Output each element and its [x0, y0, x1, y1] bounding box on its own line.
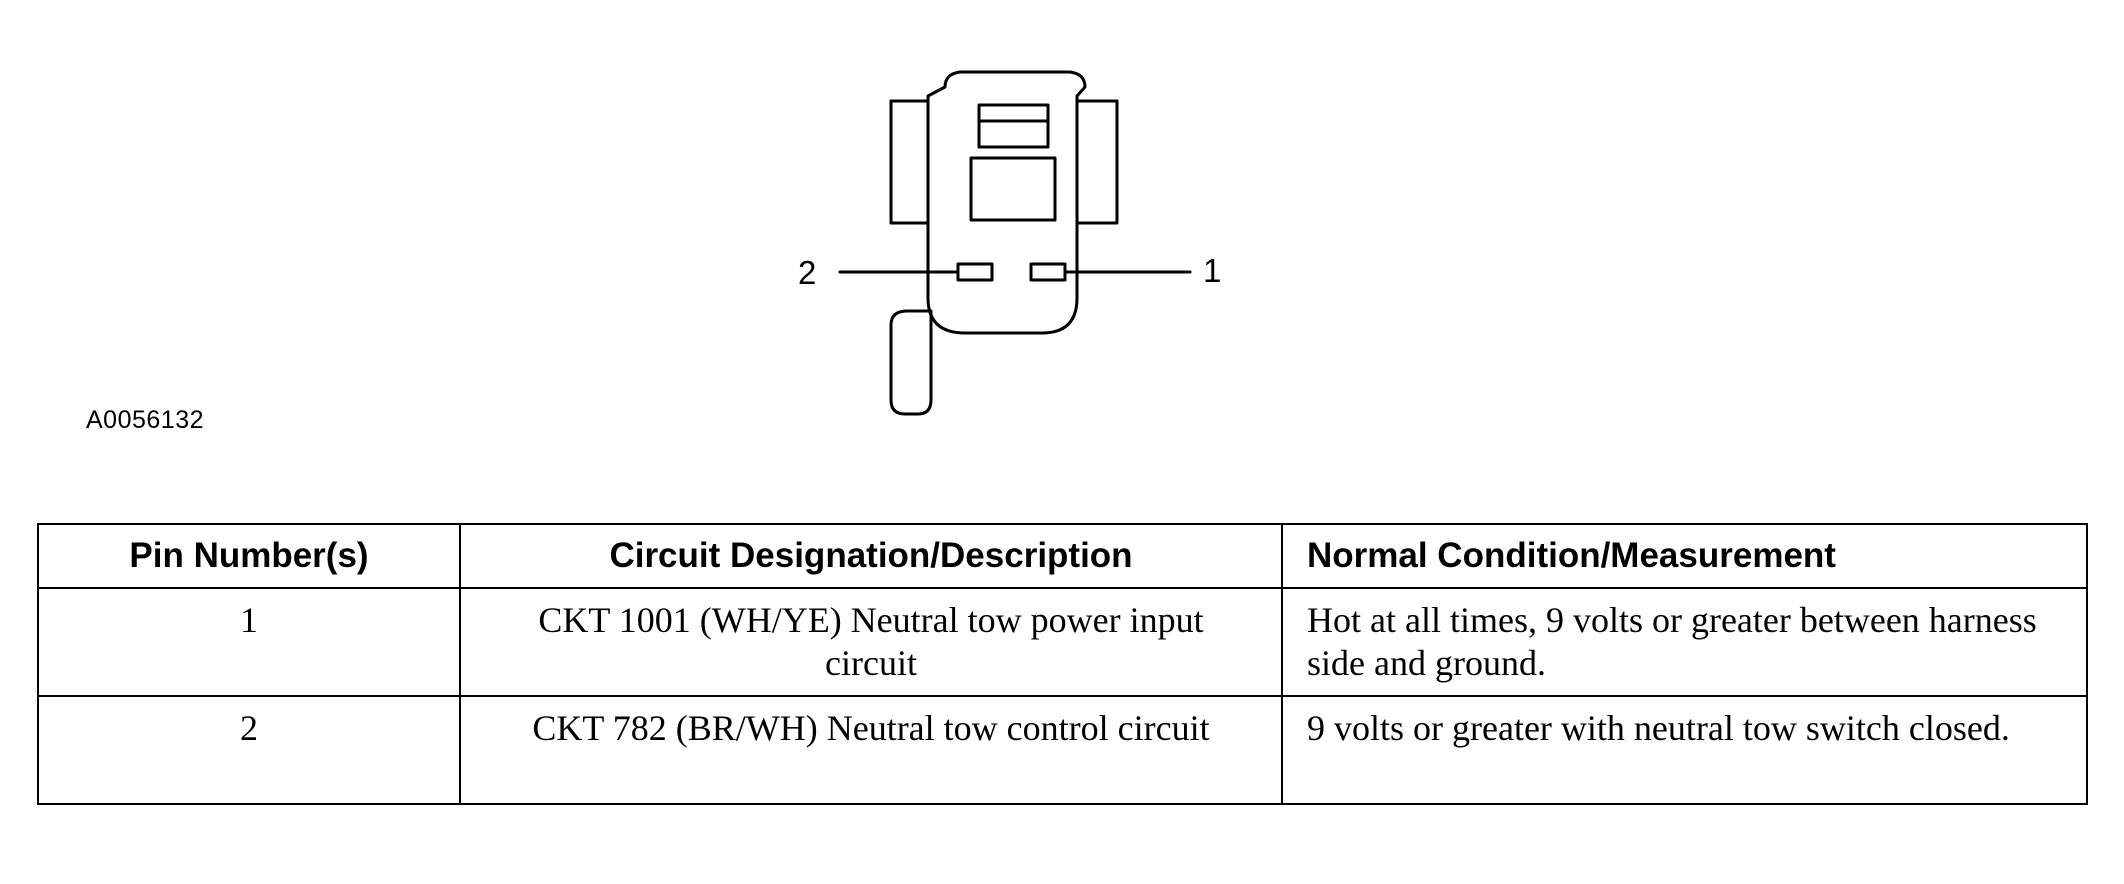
- table-header-row: Pin Number(s) Circuit Designation/Descri…: [37, 523, 2088, 589]
- pin-1-label: 1: [1203, 252, 1222, 289]
- circuit-description-cell: CKT 782 (BR/WH) Neutral tow control circ…: [459, 695, 1283, 805]
- normal-condition-cell: 9 volts or greater with neutral tow swit…: [1281, 695, 2088, 805]
- header-pin-number: Pin Number(s): [37, 523, 461, 589]
- connector-right-wing: [1075, 99, 1119, 225]
- normal-condition-cell: Hot at all times, 9 volts or greater bet…: [1281, 587, 2088, 697]
- connector-window-top: [977, 103, 1050, 149]
- connector-window-lower: [969, 156, 1057, 222]
- pin-table: Pin Number(s) Circuit Designation/Descri…: [37, 523, 2088, 805]
- table-row: 2 CKT 782 (BR/WH) Neutral tow control ci…: [37, 695, 2088, 805]
- pin-2-terminal: [956, 262, 994, 282]
- connector-diagram: [838, 70, 1192, 416]
- circuit-description-cell: CKT 1001 (WH/YE) Neutral tow power input…: [459, 587, 1283, 697]
- connector-latch: [889, 309, 933, 416]
- pin-2-label: 2: [798, 254, 817, 291]
- pin-1-terminal: [1029, 262, 1067, 282]
- table-row: 1 CKT 1001 (WH/YE) Neutral tow power inp…: [37, 587, 2088, 697]
- header-circuit-designation: Circuit Designation/Description: [459, 523, 1283, 589]
- pin-number-cell: 1: [37, 587, 461, 697]
- figure-id: A0056132: [86, 406, 205, 434]
- pin-number-cell: 2: [37, 695, 461, 805]
- connector-left-wing: [889, 99, 930, 225]
- connector-body: [926, 70, 1087, 335]
- header-normal-condition: Normal Condition/Measurement: [1281, 523, 2088, 589]
